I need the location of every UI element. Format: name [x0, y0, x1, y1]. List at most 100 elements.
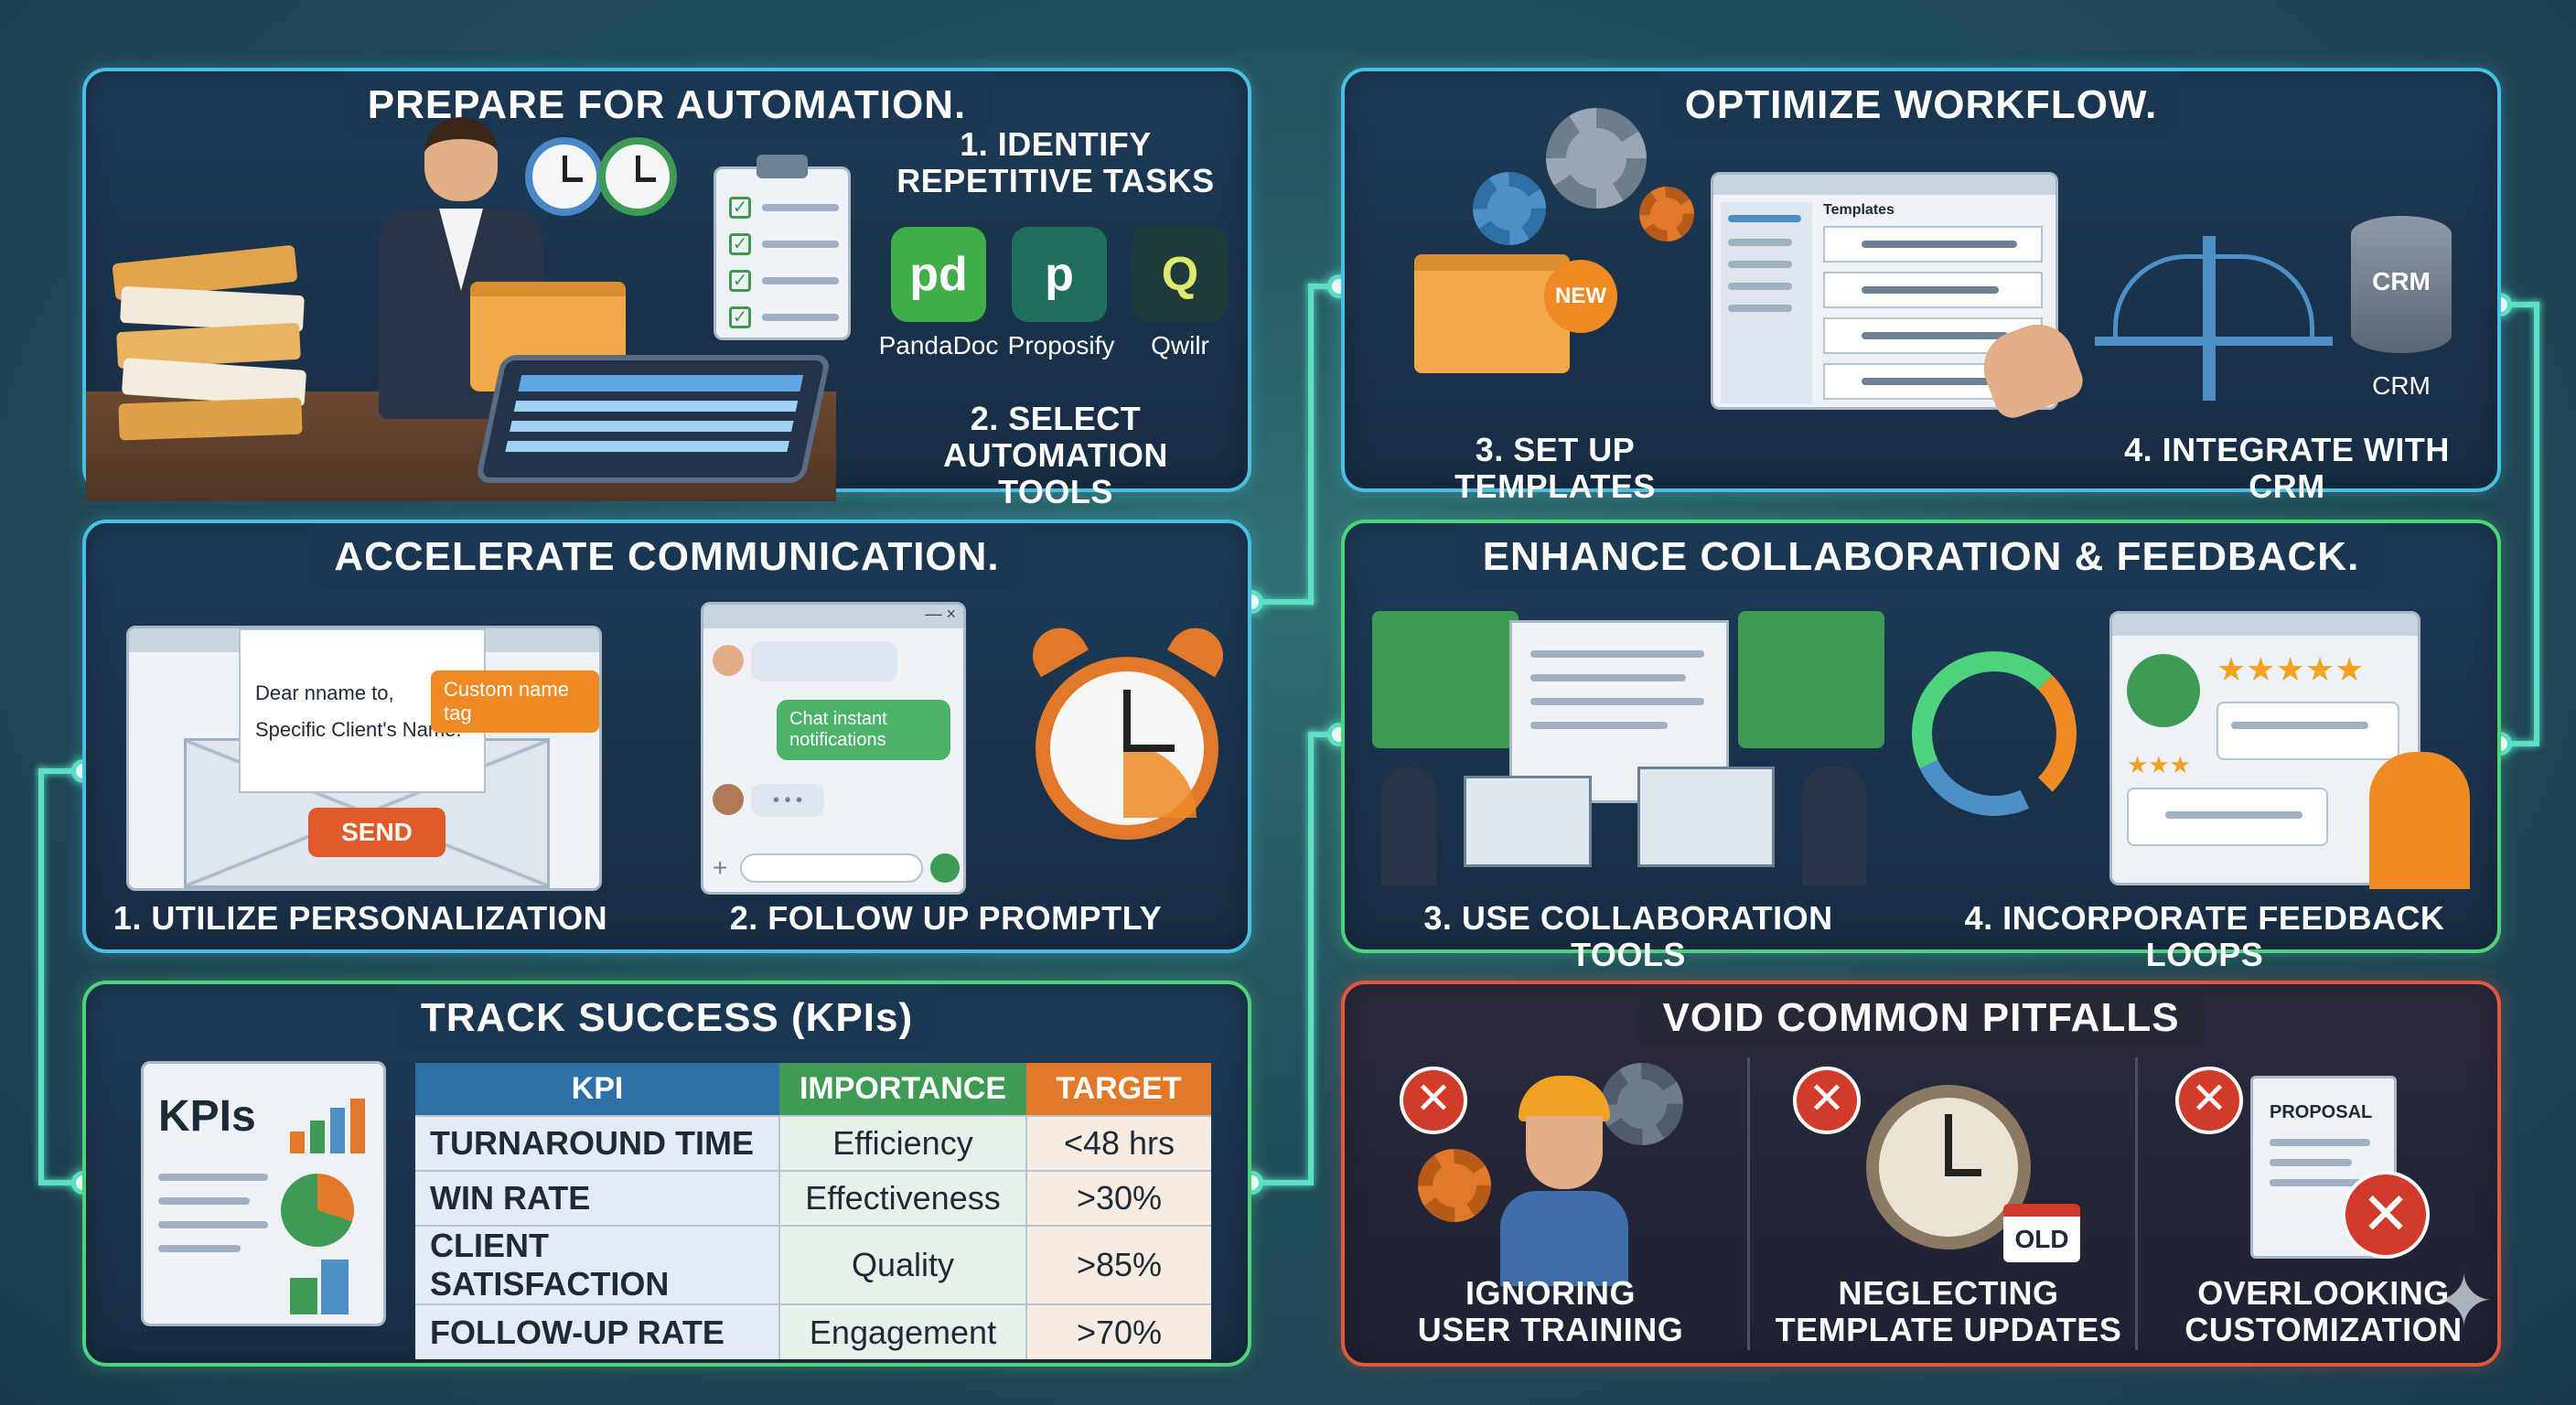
- hard-hat-worker-icon: [1500, 1076, 1628, 1286]
- database-icon: CRM: [2351, 216, 2452, 353]
- table-row: WIN RATE Effectiveness >30%: [415, 1170, 1211, 1226]
- step-utilize-personalization: 1. UTILIZE PERSONALIZATION: [113, 899, 608, 937]
- pitfall-label: IGNORING USER TRAINING: [1417, 1274, 1684, 1348]
- error-x-icon: ✕: [2175, 1067, 2243, 1134]
- panel-title: ACCELERATE COMMUNICATION.: [86, 523, 1248, 589]
- clipboard-icon: ✓ ✓ ✓ ✓: [714, 155, 851, 340]
- person-figure: [1802, 767, 1866, 885]
- table-row: TURNAROUND TIME Efficiency <48 hrs: [415, 1115, 1211, 1171]
- step-select-tools: 2. SELECT AUTOMATION TOOLS: [943, 400, 1168, 510]
- kpi-name: WIN RATE: [415, 1170, 779, 1226]
- connector-line: [2488, 741, 2539, 746]
- panel-optimize-workflow: OPTIMIZE WORKFLOW. NEW Templates CRM CRM…: [1341, 68, 2501, 505]
- panel-title: ENHANCE COLLABORATION & FEEDBACK.: [1345, 523, 2497, 589]
- kpi-importance: Effectiveness: [778, 1170, 1026, 1226]
- panel-title: OPTIMIZE WORKFLOW.: [1345, 71, 2497, 137]
- typing-indicator: • • •: [751, 784, 824, 817]
- connector-line: [1308, 284, 1341, 289]
- connector-line: [1251, 599, 1314, 605]
- kpi-report-card: KPIs: [141, 1061, 386, 1326]
- kpi-name: CLIENT SATISFACTION: [415, 1225, 779, 1304]
- chat-input[interactable]: [740, 853, 923, 883]
- bar-chart-icon: [290, 1260, 354, 1314]
- alarm-bell: [1023, 617, 1089, 678]
- avatar: [2127, 654, 2200, 727]
- divider: [2135, 1057, 2138, 1350]
- clock-icon: [598, 137, 677, 216]
- kpi-importance: Engagement: [778, 1303, 1026, 1359]
- panel-title-text: ENHANCE COLLABORATION & FEEDBACK.: [1456, 523, 2386, 589]
- pitfall-label: NEGLECTING TEMPLATE UPDATES: [1775, 1274, 2122, 1348]
- gear-icon: [1418, 1149, 1491, 1222]
- proposal-doc-title: PROPOSAL: [2270, 1102, 2373, 1122]
- kpi-importance: Quality: [778, 1225, 1026, 1304]
- panel-common-pitfalls: VOID COMMON PITFALLS ✕ IGNORING USER TRA…: [1341, 981, 2501, 1367]
- cycle-arrows-icon: [1888, 627, 2100, 840]
- kpi-header-kpi: KPI: [415, 1063, 779, 1116]
- chat-notification-bubble: Chat instant notifications: [777, 700, 950, 760]
- panel-title-text: OPTIMIZE WORKFLOW.: [1658, 71, 2184, 137]
- custom-name-tag: Custom name tag: [431, 670, 599, 733]
- gear-icon: [1546, 108, 1647, 209]
- tool-name-proposify: Proposify: [1007, 331, 1115, 359]
- panel-prepare-automation: PREPARE FOR AUTOMATION. ✓ ✓ ✓ ✓ 1.: [82, 68, 1251, 510]
- chat-send-icon[interactable]: [930, 853, 960, 883]
- bar-chart-icon: [290, 1099, 365, 1153]
- kpi-target: >85%: [1025, 1225, 1211, 1304]
- sparkle-icon: ✦: [2433, 1260, 2496, 1342]
- panel-title-text: VOID COMMON PITFALLS: [1637, 984, 2206, 1050]
- chat-window[interactable]: — × Chat instant notifications • • • +: [701, 602, 966, 895]
- panel-title-text: ACCELERATE COMMUNICATION.: [308, 523, 1025, 589]
- panel-title: VOID COMMON PITFALLS: [1345, 984, 2497, 1050]
- step-collaboration-tools: 3. USE COLLABORATION TOOLS: [1423, 899, 1833, 973]
- bridge-icon: [2095, 236, 2333, 410]
- pandadoc-logo[interactable]: pd: [891, 227, 986, 322]
- kpi-target: <48 hrs: [1025, 1115, 1211, 1171]
- tablet-icon: [475, 355, 832, 483]
- step-follow-up-promptly: 2. FOLLOW UP PROMPTLY: [729, 899, 1163, 937]
- connector-line: [1251, 1180, 1314, 1185]
- connector-line: [2488, 302, 2539, 307]
- email-client-name: Specific Client's Name.: [255, 718, 462, 741]
- panel-title: TRACK SUCCESS (KPIs): [86, 984, 1248, 1050]
- chat-add-button[interactable]: +: [713, 853, 728, 882]
- old-calendar-badge: OLD: [2003, 1204, 2080, 1262]
- clock-icon: [525, 137, 604, 216]
- star-rating-icon: ★★★: [2127, 751, 2191, 778]
- pie-chart-icon: [281, 1174, 354, 1247]
- qwilr-logo[interactable]: Q: [1132, 227, 1228, 322]
- gear-icon: [1473, 172, 1546, 245]
- error-x-icon: ✕: [1400, 1067, 1467, 1134]
- send-button[interactable]: SEND: [308, 808, 445, 857]
- step-setup-templates: 3. SET UP TEMPLATES: [1454, 431, 1656, 505]
- tool-name-qwilr: Qwilr: [1151, 331, 1209, 359]
- kpi-card-title: KPIs: [158, 1092, 256, 1141]
- star-rating-icon: ★★★★★: [2216, 650, 2365, 688]
- divider: [1747, 1057, 1750, 1350]
- new-badge: NEW: [1544, 260, 1617, 333]
- email-greeting: Dear nname to,: [255, 681, 394, 704]
- alarm-clock-icon: [1036, 657, 1218, 840]
- email-window[interactable]: Dear nname to, Specific Client's Name. C…: [126, 626, 602, 891]
- step-integrate-crm: 4. INTEGRATE WITH CRM: [2124, 431, 2450, 505]
- panel-enhance-collaboration: ENHANCE COLLABORATION & FEEDBACK. ★★★★★ …: [1341, 520, 2501, 973]
- connector-line: [1308, 732, 1341, 737]
- error-x-icon: ✕: [1793, 1067, 1861, 1134]
- connector-line: [1308, 284, 1314, 604]
- panel-accelerate-communication: ACCELERATE COMMUNICATION. Dear nname to,…: [82, 520, 1251, 953]
- error-x-icon: ✕: [2342, 1171, 2430, 1259]
- kpi-table: KPI IMPORTANCE TARGET TURNAROUND TIME Ef…: [415, 1063, 1211, 1359]
- panel-track-success: TRACK SUCCESS (KPIs) KPIs KPI IMPORTANCE…: [82, 981, 1251, 1367]
- kpi-header-target: TARGET: [1026, 1063, 1211, 1116]
- collaboration-scene: [1372, 611, 1884, 895]
- table-row: CLIENT SATISFACTION Quality >85%: [415, 1225, 1211, 1304]
- proposify-logo[interactable]: p: [1012, 227, 1107, 322]
- crm-db-label: CRM: [2372, 267, 2431, 295]
- chat-window-controls[interactable]: — ×: [925, 605, 956, 623]
- connector-line: [2534, 302, 2539, 741]
- connector-line: [38, 768, 84, 774]
- avatar: [713, 784, 744, 815]
- table-row: FOLLOW-UP RATE Engagement >70%: [415, 1303, 1211, 1359]
- connector-line: [38, 1180, 84, 1185]
- connector-line: [1308, 732, 1314, 1180]
